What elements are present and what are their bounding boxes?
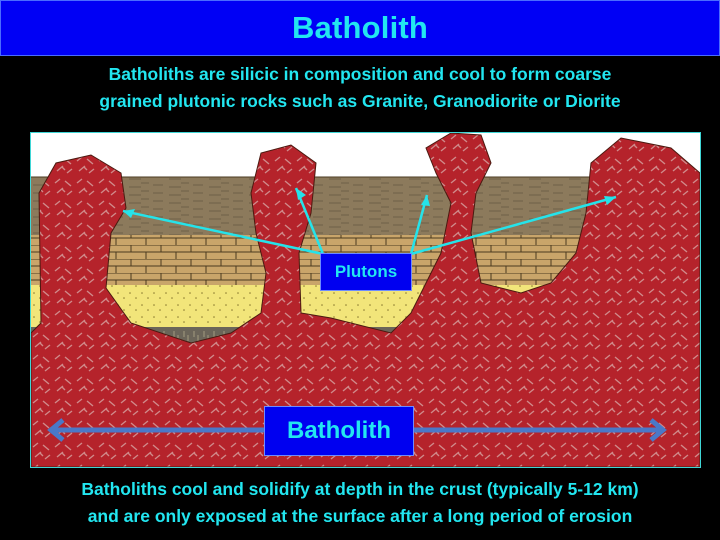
batholith-label: Batholith xyxy=(264,406,414,456)
batholith-label-text: Batholith xyxy=(287,417,391,444)
page-title: Batholith xyxy=(291,10,429,45)
batholith-span-arrow xyxy=(47,418,667,442)
cross-section-illustration xyxy=(31,133,700,467)
summary-caption-line-2: and are only exposed at the surface afte… xyxy=(87,506,633,526)
plutons-label-text: Plutons xyxy=(334,262,398,281)
intro-caption: Batholiths are silicic in composition an… xyxy=(0,61,720,115)
title-bar: Batholith xyxy=(0,0,720,56)
plutons-label: Plutons xyxy=(320,253,412,291)
summary-caption-line-1: Batholiths cool and solidify at depth in… xyxy=(81,479,639,499)
batholith-body xyxy=(31,133,700,467)
summary-caption: Batholiths cool and solidify at depth in… xyxy=(0,476,720,530)
intro-caption-line-1: Batholiths are silicic in composition an… xyxy=(108,64,612,84)
intro-caption-line-2: grained plutonic rocks such as Granite, … xyxy=(99,91,621,111)
batholith-diagram xyxy=(30,132,701,468)
